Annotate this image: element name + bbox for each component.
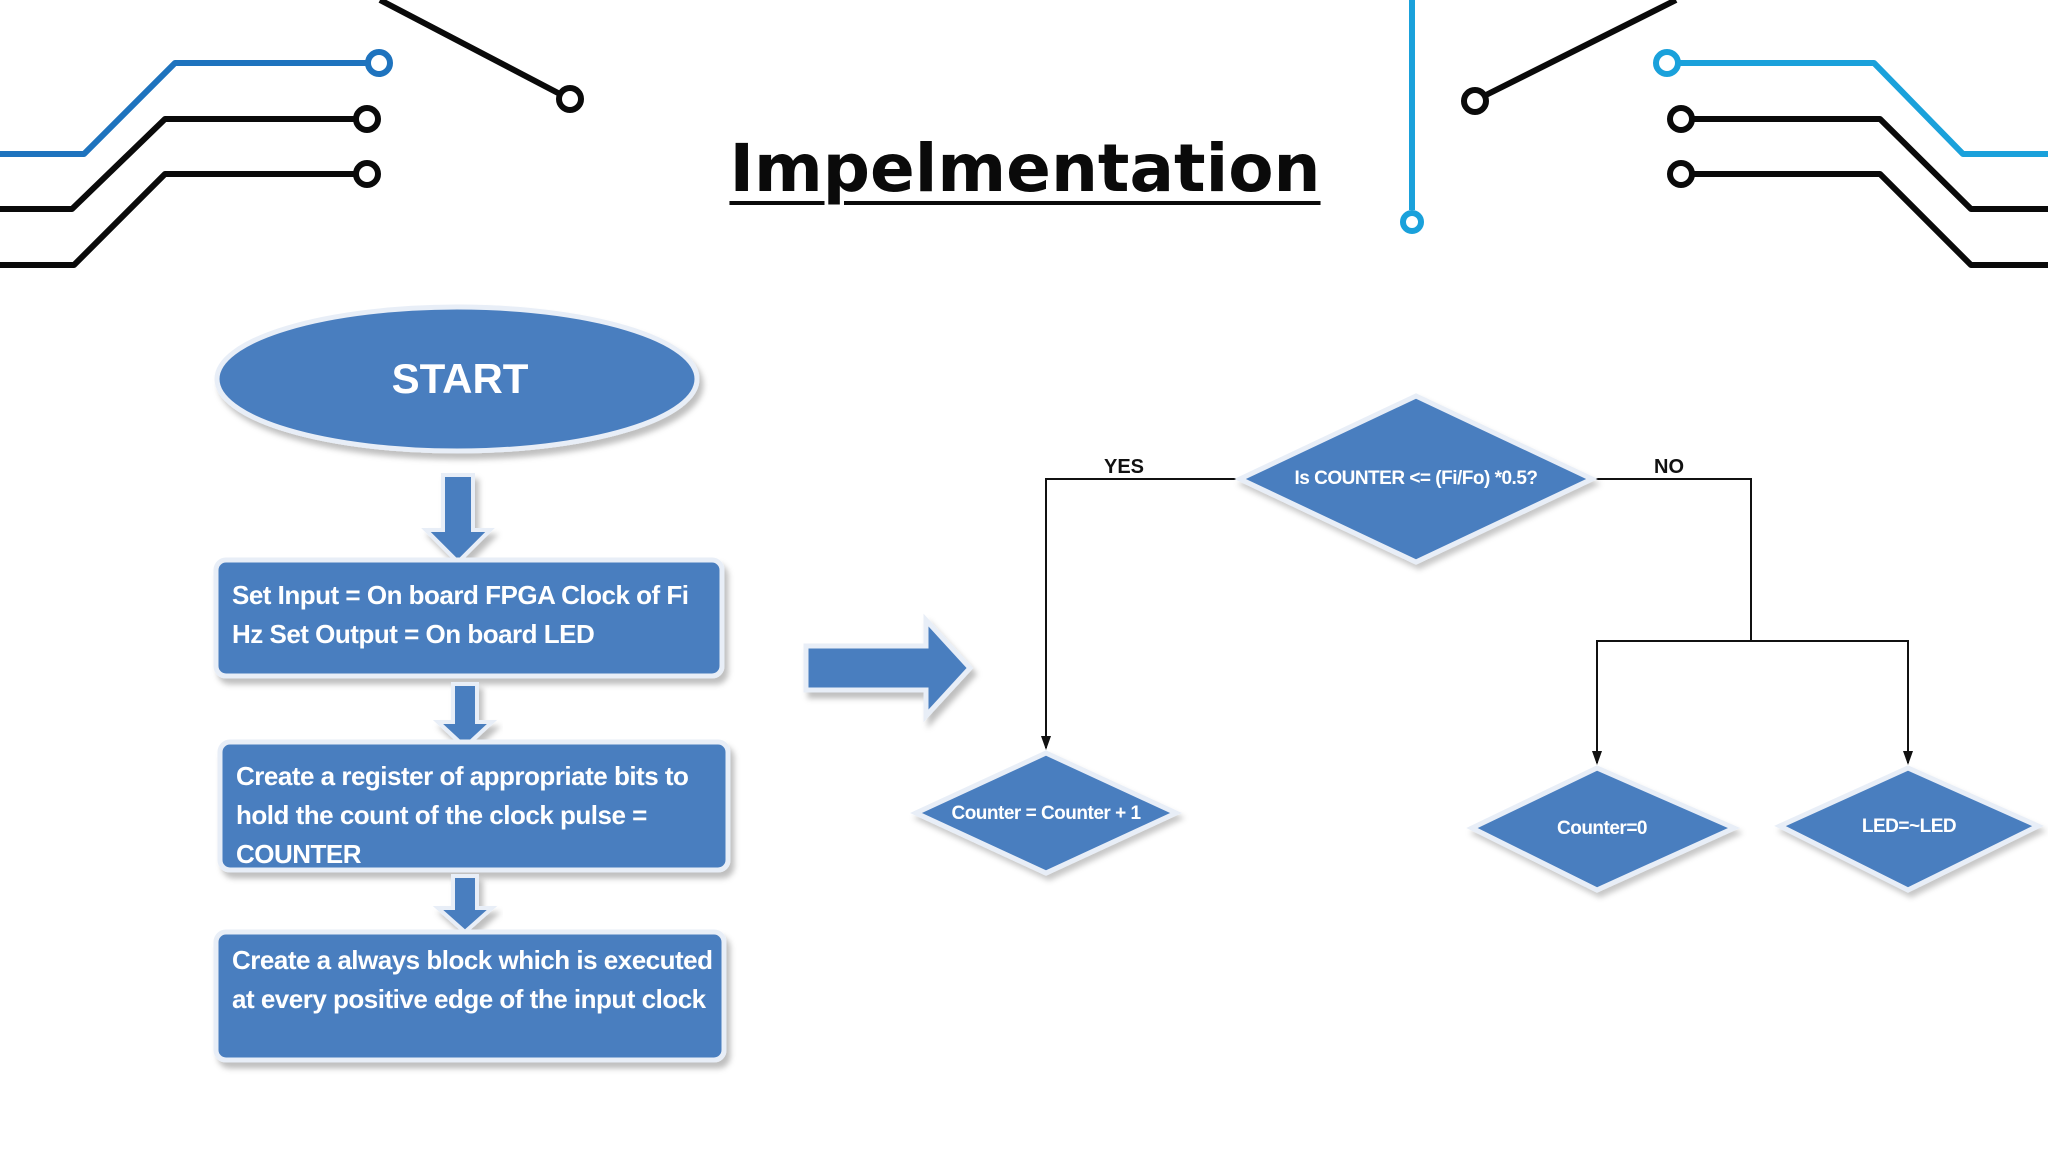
circuit-trace-right-diagonal: [1484, 0, 1678, 98]
arrowhead-no-right: [1903, 751, 1913, 765]
circuit-trace-right-cyan: [1678, 60, 2048, 157]
yes-connector: [1045, 478, 1244, 748]
no-branch-right: [1751, 640, 1909, 763]
no-action-diamond-1: [1466, 765, 1741, 893]
no-branch-left: [1596, 640, 1751, 763]
block-arrow-down-icon: [421, 473, 495, 565]
circuit-node-right-black-1: [1667, 105, 1695, 133]
start-label: START: [391, 355, 529, 402]
circuit-trace-right-black-2: [1692, 171, 2048, 268]
no-action-text-2: LED=~LED: [1861, 816, 1957, 837]
no-action-text-1: Counter=0: [1557, 818, 1648, 839]
start-terminal: [214, 304, 700, 454]
circuit-trace-left-black-2: [0, 171, 358, 268]
circuit-node-left-black-1: [353, 105, 381, 133]
block-arrow-right-icon: [803, 613, 974, 723]
circuit-node-right-cyan: [1653, 49, 1681, 77]
no-label: NO: [1654, 456, 1684, 478]
arrowhead-yes: [1041, 736, 1051, 750]
decision-diamond: [1234, 393, 1598, 565]
circuit-node-right-diagonal: [1461, 87, 1489, 115]
circuit-node-right-vertical: [1400, 210, 1424, 234]
circuit-trace-left-blue: [0, 60, 368, 157]
no-connector: [1592, 478, 1752, 641]
arrowhead-no-left: [1592, 751, 1602, 765]
process-box-1-text: Set Input = On board FPGA Clock of Fi Hz…: [232, 580, 689, 649]
process-box-2: [217, 739, 731, 873]
process-box-1: [213, 557, 725, 679]
slide-title: Impelmentation: [729, 130, 1321, 207]
process-box-2-text: Create a register of appropriate bits to…: [236, 761, 689, 869]
yes-label: YES: [1104, 456, 1145, 478]
circuit-trace-left-diagonal: [378, 0, 560, 96]
circuit-node-right-black-2: [1667, 160, 1695, 188]
circuit-trace-left-black-1: [0, 116, 358, 212]
no-action-diamond-2: [1774, 765, 2044, 893]
process-box-3-text: Create a always block which is executed …: [232, 945, 713, 1014]
process-box-3: [213, 929, 727, 1063]
block-arrow-down-icon: [432, 682, 498, 750]
circuit-node-left-black-2: [353, 160, 381, 188]
circuit-node-left-blue: [365, 49, 393, 77]
block-arrow-down-icon: [432, 874, 498, 935]
decision-text: Is COUNTER <= (Fi/Fo) *0.5?: [1294, 468, 1538, 489]
yes-action-text: Counter = Counter + 1: [951, 803, 1141, 824]
yes-action-diamond: [910, 750, 1182, 876]
circuit-node-left-diagonal: [556, 85, 584, 113]
circuit-trace-right-black-1: [1692, 116, 2048, 212]
